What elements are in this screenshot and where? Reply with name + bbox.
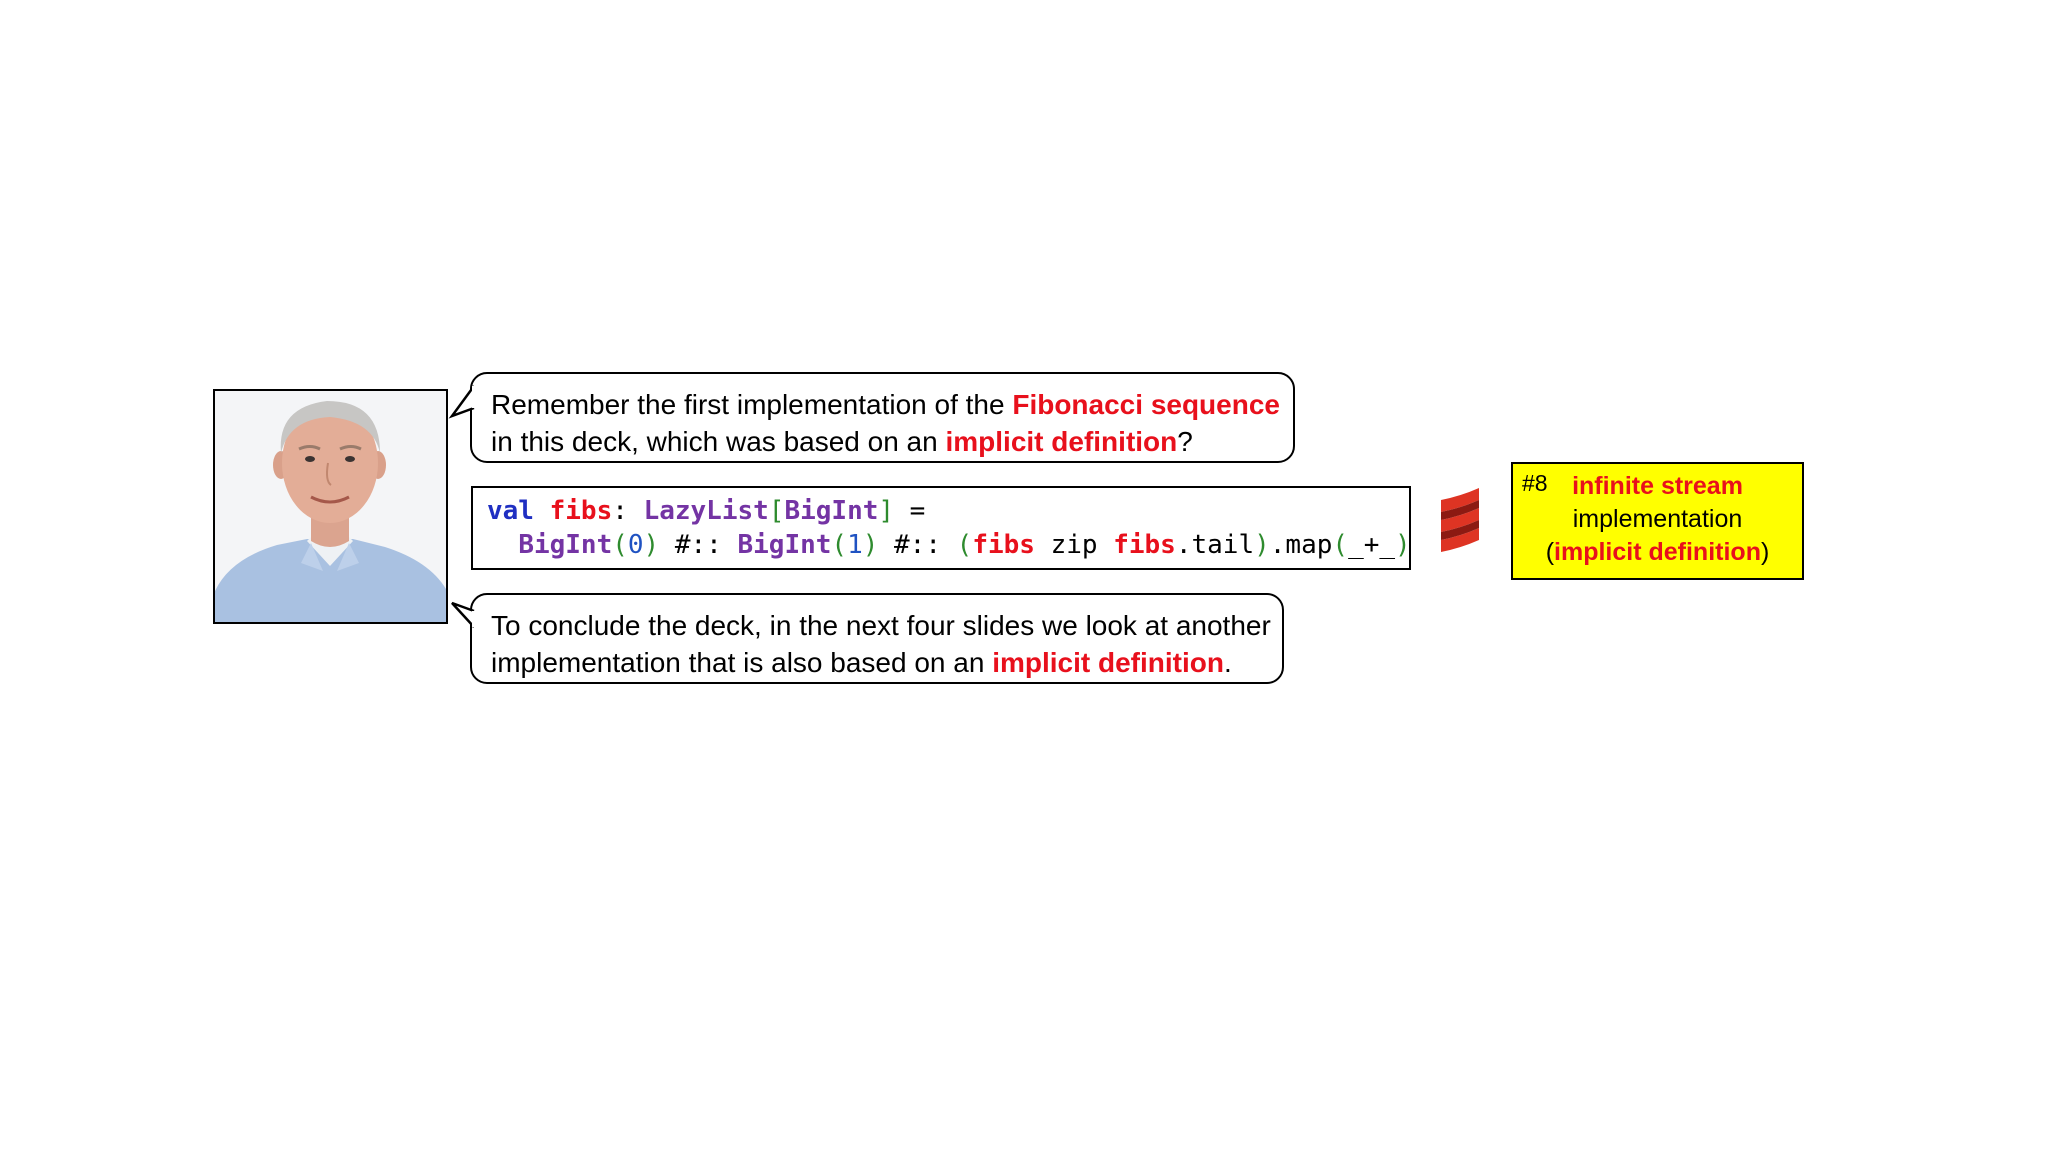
code-line-2: BigInt(0) #:: BigInt(1) #:: (fibs zip fi… — [487, 528, 1411, 562]
code-number-one: 1 — [847, 530, 863, 560]
info-box: #8 infinite stream implementation (impli… — [1511, 462, 1804, 580]
code-bracket: [ — [768, 496, 785, 526]
implicit-definition-highlight: implicit definition — [945, 426, 1178, 457]
bubble-bottom-text: implementation that is also based on an — [491, 647, 993, 678]
speech-bubble-tail-icon — [448, 385, 477, 419]
speech-bubble-tail-icon — [451, 601, 477, 628]
info-box-paren: ( — [1545, 538, 1555, 566]
code-paren: ( — [956, 530, 973, 560]
code-type-bigint: BigInt — [737, 530, 832, 560]
bubble-bottom-line-1: To conclude the deck, in the next four s… — [491, 610, 1271, 641]
code-keyword-val: val — [487, 496, 534, 526]
code-tail: .tail — [1175, 530, 1255, 560]
code-paren: ( — [1332, 530, 1349, 560]
code-paren: ) — [643, 530, 660, 560]
code-cons-operator: #:: — [878, 530, 957, 560]
speech-bubble-top: Remember the first implementation of the… — [448, 372, 1295, 463]
code-identifier-fibs: fibs — [549, 496, 613, 526]
speech-bubble-bottom: To conclude the deck, in the next four s… — [451, 593, 1284, 684]
info-box-note: (implicit definition) — [1513, 536, 1802, 569]
code-indent — [487, 530, 518, 560]
code-zip: zip — [1034, 530, 1114, 560]
presenter-photo — [213, 389, 448, 624]
bubble-top-text-2: in this deck, which was based on an — [491, 426, 946, 457]
info-box-subtitle: implementation — [1572, 505, 1743, 533]
scala-logo-icon — [1441, 488, 1479, 552]
code-line-1: val fibs: LazyList[BigInt] = — [487, 494, 1409, 528]
code-type-lazylist: LazyList — [643, 496, 769, 526]
code-identifier-fibs: fibs — [972, 530, 1035, 560]
bubble-bottom-text-2: . — [1223, 647, 1232, 678]
code-paren: ) — [1254, 530, 1270, 560]
code-paren: ( — [612, 530, 628, 560]
fibonacci-highlight: Fibonacci sequence — [1012, 389, 1280, 420]
info-box-title: infinite stream — [1572, 472, 1743, 500]
code-type-bigint: BigInt — [784, 496, 879, 526]
code-equals: = — [894, 496, 926, 526]
bubble-top-text-3: ? — [1177, 426, 1193, 457]
bubble-bottom-line-2: implementation that is also based on an … — [491, 644, 1264, 681]
code-bracket: ] — [878, 496, 895, 526]
code-lambda: _+_ — [1348, 530, 1396, 560]
bubble-top-text: Remember the first implementation of the — [491, 389, 1013, 420]
code-identifier-fibs: fibs — [1113, 530, 1176, 560]
info-box-paren: ) — [1760, 538, 1770, 566]
info-box-note-text: implicit definition — [1554, 538, 1761, 566]
code-cons-operator: #:: — [659, 530, 738, 560]
code-number-zero: 0 — [627, 530, 644, 560]
slide-number-label: #8 — [1522, 470, 1548, 496]
bubble-top-line-2: in this deck, which was based on an impl… — [491, 423, 1275, 460]
code-paren: ) — [1395, 530, 1411, 560]
code-map: .map — [1269, 530, 1333, 560]
code-colon: : — [612, 496, 644, 526]
code-block: val fibs: LazyList[BigInt] = BigInt(0) #… — [471, 486, 1411, 570]
code-paren: ) — [862, 530, 879, 560]
code-paren: ( — [831, 530, 848, 560]
bubble-top-line-1: Remember the first implementation of the… — [491, 386, 1280, 423]
code-type-bigint: BigInt — [518, 530, 613, 560]
implicit-definition-highlight: implicit definition — [992, 647, 1224, 678]
